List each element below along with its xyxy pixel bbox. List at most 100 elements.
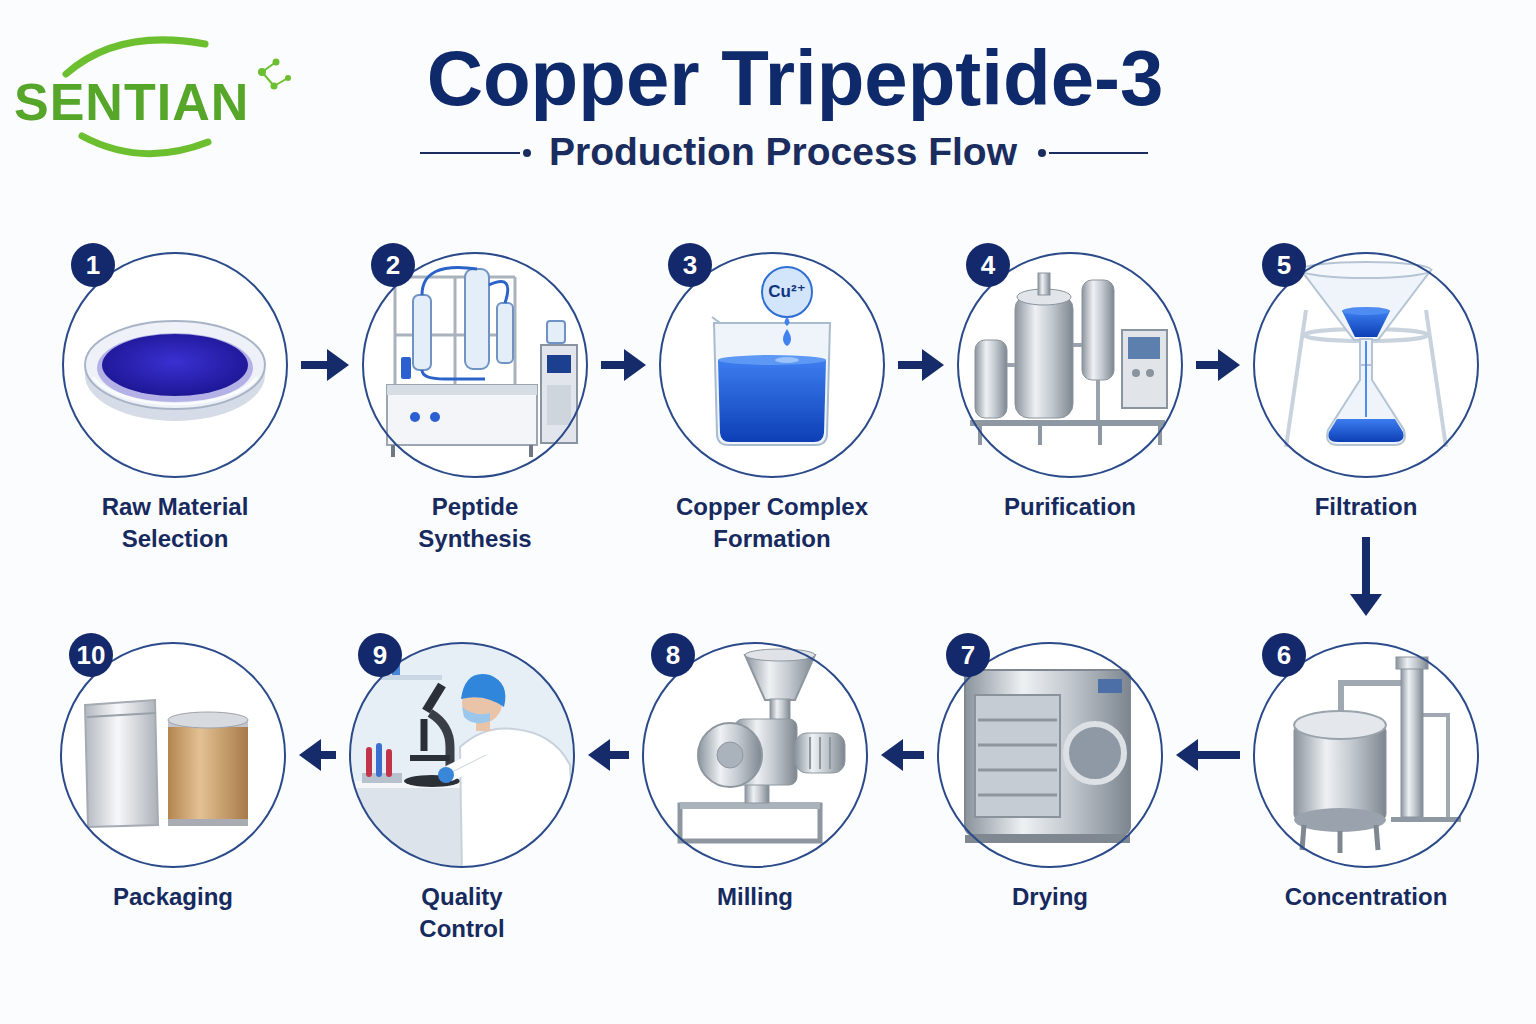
- milling-machine-part: [809, 737, 811, 769]
- purification-tanks-part: [1132, 369, 1140, 377]
- beaker-copper-part: [785, 317, 790, 326]
- purification-tanks-part: [1015, 295, 1073, 418]
- synthesis-machine: [387, 267, 577, 457]
- lab-scientist-part-part: [426, 685, 442, 711]
- step-number: 6: [1262, 633, 1306, 677]
- step-number: 8: [651, 633, 695, 677]
- freeze-dryer-part: [965, 670, 1130, 835]
- arrow-shaft: [1196, 751, 1240, 759]
- concentration-vessel-part: [1423, 715, 1448, 817]
- milling-machine-part: [745, 655, 815, 700]
- step-number: 3: [668, 243, 712, 287]
- step-label: Packaging: [68, 881, 278, 913]
- flow-arrow: [301, 349, 349, 381]
- subtitle: Production Process Flow: [483, 130, 1083, 174]
- milling-machine-part: [829, 737, 831, 769]
- freeze-dryer-part: [978, 794, 1057, 797]
- purification-tanks: [970, 273, 1167, 445]
- filtration-funnel-part: [1301, 262, 1431, 278]
- freeze-dryer-part: [978, 769, 1057, 772]
- subtitle-rules-part: [420, 152, 520, 154]
- freeze-dryer-part: [1098, 679, 1122, 693]
- lab-scientist-part-part: [462, 707, 490, 723]
- purification-tanks-part: [970, 420, 1165, 426]
- subtitle-rules-part: [523, 149, 531, 157]
- petri-dish-powder-part: [97, 333, 253, 403]
- purification-tanks-part: [1082, 280, 1114, 380]
- packaging-bag-drum-part: [85, 700, 158, 827]
- subtitle-rules-part: [1049, 152, 1148, 154]
- lab-scientist-part-part: [352, 675, 442, 680]
- logo-swoosh-part: [273, 59, 280, 66]
- process-step: 8Milling: [635, 630, 875, 913]
- concentration-vessel: [1294, 657, 1461, 853]
- diagram-title: Copper Tripeptide-3: [395, 36, 1195, 122]
- lab-scientist-part-part: [461, 674, 505, 707]
- arrow-head: [1218, 349, 1240, 381]
- arrow-head: [1350, 594, 1382, 616]
- lab-scientist-part-part: [450, 755, 486, 773]
- synthesis-machine-part: [395, 276, 515, 279]
- synthesis-machine-part: [387, 385, 537, 445]
- packaging-bag-drum-part: [168, 720, 248, 825]
- concentration-vessel-part: [1294, 808, 1386, 832]
- subtitle-rules-part: [1038, 149, 1046, 157]
- concentration-vessel-part: [1391, 817, 1461, 822]
- freeze-dryer-part: [975, 695, 1060, 817]
- synthesis-machine-part: [387, 385, 537, 395]
- step-label: Milling: [650, 881, 860, 913]
- freeze-dryer-part: [965, 835, 1130, 843]
- milling-machine: [680, 649, 845, 841]
- process-step: 3Copper Complex Formation: [652, 240, 892, 555]
- filtration-funnel-part: [1328, 419, 1403, 442]
- concentration-vessel-part: [1401, 667, 1423, 817]
- packaging-bag-drum-part: [87, 713, 156, 717]
- flow-arrow: [299, 739, 336, 771]
- packaging-bag-drum-part: [168, 712, 248, 728]
- purification-tanks-part: [1038, 426, 1042, 445]
- step-label: Raw Material Selection: [70, 491, 280, 555]
- beaker-copper-part: [783, 329, 791, 346]
- synthesis-machine-part: [422, 267, 477, 295]
- process-step: 2Peptide Synthesis: [355, 240, 595, 555]
- synthesis-machine-part: [547, 385, 571, 425]
- process-step: 10Packaging: [53, 630, 293, 913]
- purification-tanks-part: [1038, 273, 1050, 295]
- milling-machine-part: [819, 737, 821, 769]
- brand-logo: SENTIAN: [14, 74, 249, 131]
- arrow-shaft: [1196, 361, 1220, 369]
- milling-machine-part: [717, 742, 743, 768]
- logo-swoosh-part: [258, 68, 266, 76]
- synthesis-machine-part: [541, 345, 577, 443]
- lab-scientist-part-part: [376, 743, 382, 777]
- arrow-head: [881, 739, 903, 771]
- logo-swoosh-part: [66, 40, 205, 74]
- concentration-vessel-part: [1338, 831, 1343, 853]
- arrow-shaft: [608, 751, 629, 759]
- step-label: Peptide Synthesis: [390, 491, 560, 555]
- freeze-dryer-part: [1066, 724, 1124, 782]
- beaker-copper-part: [712, 317, 720, 323]
- arrow-head: [1176, 739, 1198, 771]
- step-label: Concentration: [1261, 881, 1471, 913]
- synthesis-machine-part: [430, 412, 440, 422]
- purification-tanks-part: [1146, 369, 1154, 377]
- lab-scientist-part-part: [386, 749, 392, 777]
- step-label: Quality Control: [382, 881, 542, 945]
- arrow-head: [624, 349, 646, 381]
- purification-tanks-part: [1122, 330, 1167, 408]
- synthesis-machine-part: [422, 370, 485, 379]
- beaker-copper: [712, 267, 830, 445]
- step-label: Drying: [945, 881, 1155, 913]
- arrow-head: [588, 739, 610, 771]
- flow-arrow: [898, 349, 944, 381]
- logo-swoosh-part: [271, 83, 278, 90]
- synthesis-machine-part: [391, 445, 395, 457]
- flow-arrow: [601, 349, 646, 381]
- lab-scientist-part-part: [410, 755, 450, 761]
- filtration-funnel: [1286, 262, 1446, 447]
- process-step: 7Drying: [930, 630, 1170, 913]
- petri-dish-powder: [85, 321, 265, 421]
- freeze-dryer-part: [978, 719, 1057, 722]
